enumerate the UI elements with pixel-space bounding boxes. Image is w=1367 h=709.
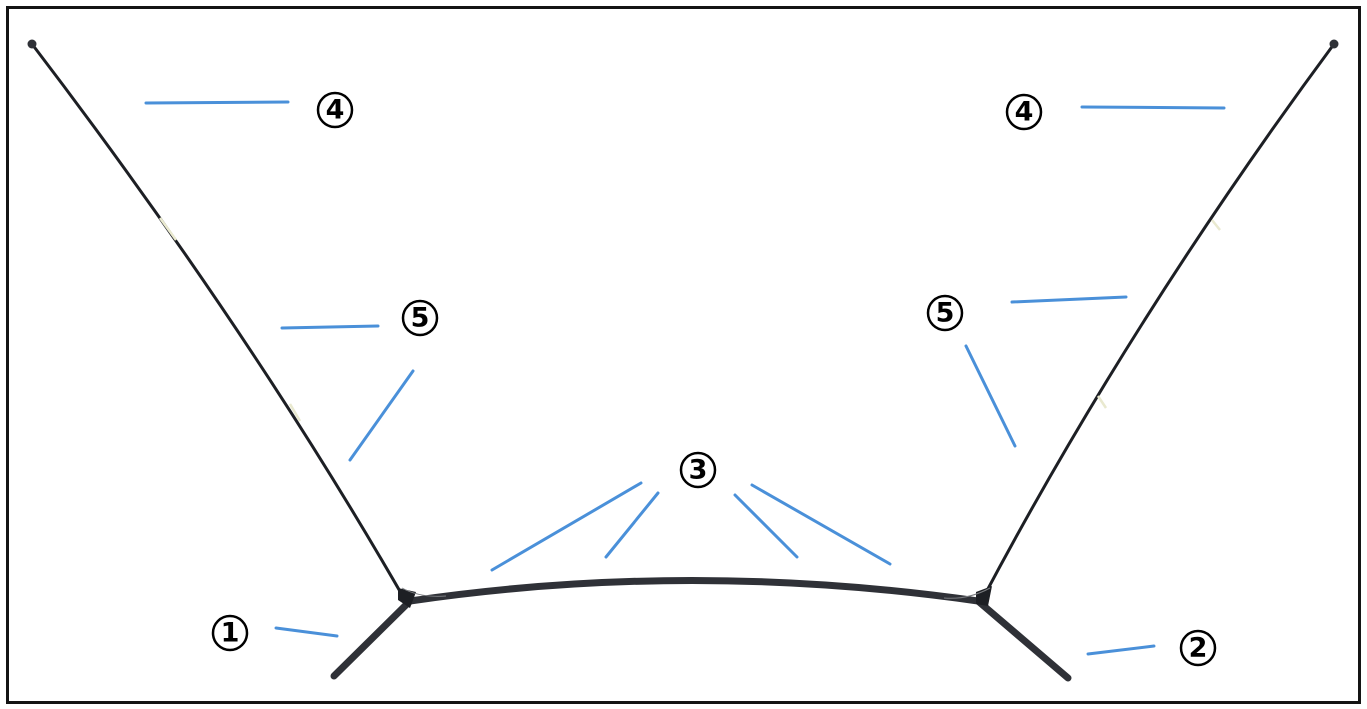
callout-circle <box>679 451 717 489</box>
leader-line-5-right-a <box>1010 295 1128 304</box>
right-rod-light-segment-lower <box>1096 395 1108 409</box>
leader-line-2 <box>1086 644 1156 656</box>
leader-lines <box>144 100 1226 656</box>
callout-circle <box>1005 93 1043 131</box>
callout-label-1: 1 <box>211 614 249 652</box>
callout-circle <box>926 294 964 332</box>
callout-number: 5 <box>936 298 955 329</box>
callout-label-3: 3 <box>679 451 717 489</box>
leader-line-3-d <box>750 483 892 566</box>
callout-number: 2 <box>1189 633 1208 664</box>
leader-line-5-left-b <box>348 369 415 462</box>
callout-circle <box>211 614 249 652</box>
right-junction-brace <box>943 587 991 599</box>
right-rod <box>980 42 1336 602</box>
bottom-crossbar <box>406 577 982 605</box>
left-rod <box>30 42 407 602</box>
callout-number: 3 <box>689 455 708 486</box>
leader-line-3-b <box>604 491 660 559</box>
left-rod-light-segment <box>158 217 178 241</box>
left-junction-hub <box>398 588 416 608</box>
callout-number: 4 <box>1015 97 1034 128</box>
right-leg <box>974 597 1072 682</box>
right-rod-tip <box>1329 39 1339 49</box>
leader-line-1 <box>274 626 339 638</box>
callout-circle <box>1179 629 1217 667</box>
callout-label-2: 2 <box>1179 629 1217 667</box>
left-leg <box>330 597 414 680</box>
callout-number: 1 <box>221 618 240 649</box>
leader-line-5-left-a <box>280 324 380 330</box>
leader-line-4-right <box>1080 105 1226 110</box>
diagram-frame <box>6 6 1361 704</box>
leader-line-3-a <box>490 481 643 572</box>
callout-number: 4 <box>326 95 345 126</box>
callout-circle <box>401 299 439 337</box>
callout-label-4-right: 4 <box>1005 93 1043 131</box>
leader-line-4-left <box>144 100 290 105</box>
leader-line-5-right-b <box>964 344 1017 448</box>
callout-label-5-right: 5 <box>926 294 964 332</box>
left-rod-light-segment-lower <box>288 403 302 422</box>
right-rod-light-segment <box>1211 219 1221 231</box>
callout-number: 5 <box>411 303 430 334</box>
callout-label-4-left: 4 <box>316 91 354 129</box>
callout-label-5-left: 5 <box>401 299 439 337</box>
callout-circle <box>316 91 354 129</box>
right-junction-hub <box>976 586 992 606</box>
leader-line-3-c <box>733 493 799 559</box>
left-rod-tip <box>27 39 37 49</box>
left-junction-brace <box>401 587 447 597</box>
